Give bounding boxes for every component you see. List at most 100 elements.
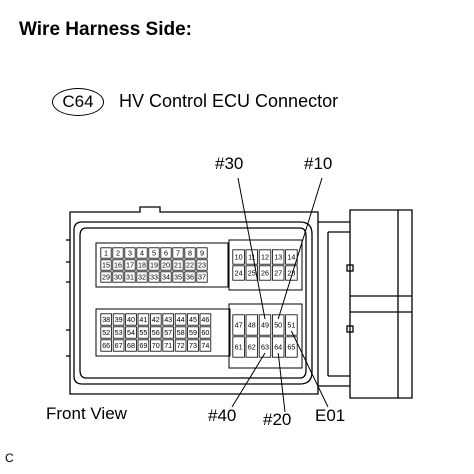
pin-cell <box>258 314 272 336</box>
pin-cell <box>112 259 124 271</box>
pin-number: 25 <box>248 269 256 278</box>
pin-cell <box>148 271 160 283</box>
pin-cell <box>271 314 285 336</box>
pin-cell <box>160 271 172 283</box>
pin-number: 36 <box>186 273 194 282</box>
pin-number: 61 <box>235 343 243 352</box>
pin-cell <box>137 313 150 326</box>
pin-cell <box>285 314 298 336</box>
pin-cell <box>184 259 196 271</box>
pin-number: 52 <box>102 328 110 337</box>
pin-number: 57 <box>164 328 172 337</box>
callout-pin-20: #20 <box>263 410 292 429</box>
pin-cell <box>196 247 208 259</box>
pin-cell <box>124 247 136 259</box>
pin-block-frame <box>95 308 231 357</box>
leader-line <box>231 352 266 408</box>
pin-cell <box>199 313 212 326</box>
pin-cell <box>232 314 245 336</box>
pin-number: 19 <box>150 261 158 270</box>
pin-cell <box>232 249 245 265</box>
pin-number: 35 <box>174 273 182 282</box>
pin-cell <box>245 336 259 358</box>
pin-cell <box>100 313 113 326</box>
pin-number: 3 <box>128 249 132 258</box>
pin-cell <box>245 265 259 281</box>
pin-block-frame <box>95 242 229 288</box>
connector-housing <box>66 206 413 399</box>
page-title: Wire Harness Side: <box>19 19 193 40</box>
pin-cell <box>196 259 208 271</box>
pin-block-frame <box>228 239 303 291</box>
pin-cell <box>148 247 160 259</box>
pin-number: 29 <box>102 273 110 282</box>
pin-block-frame <box>228 303 303 369</box>
figure-mark: C <box>5 451 14 465</box>
pin-number: 17 <box>126 261 134 270</box>
pin-number: 21 <box>174 261 182 270</box>
pin-number: 53 <box>115 328 123 337</box>
pin-cell <box>100 247 112 259</box>
pin-number: 22 <box>186 261 194 270</box>
leader-line <box>290 330 329 408</box>
pin-cell <box>187 326 199 339</box>
pin-cell <box>137 326 150 339</box>
pin-number: 62 <box>248 343 256 352</box>
connector-code: C64 <box>62 92 94 111</box>
pin-cell <box>258 265 272 281</box>
callout-pin-30: #30 <box>215 154 244 173</box>
pin-number: 70 <box>152 341 160 350</box>
pin-number: 26 <box>261 269 269 278</box>
pin-cell <box>112 247 124 259</box>
pin-cell <box>174 313 187 326</box>
pin-number: 8 <box>188 249 192 258</box>
pin-cell <box>172 271 184 283</box>
pin-cell <box>149 339 162 352</box>
pin-number: 51 <box>287 321 295 330</box>
callout-leaders <box>231 177 329 413</box>
pin-cell <box>136 271 148 283</box>
leader-line <box>277 177 323 320</box>
pin-cell <box>112 313 125 326</box>
pin-number: 50 <box>274 321 282 330</box>
callout-pin-e01: E01 <box>315 406 346 425</box>
front-view-label: Front View <box>46 404 127 423</box>
pin-number: 74 <box>201 341 209 350</box>
pin-cell <box>172 259 184 271</box>
leader-line <box>237 177 266 320</box>
pin-cell <box>285 265 298 281</box>
pin-cell <box>136 247 148 259</box>
pin-number: 12 <box>261 253 269 262</box>
pin-number: 72 <box>177 341 185 350</box>
pin-cell <box>187 339 199 352</box>
pin-cell <box>100 271 112 283</box>
pin-cell <box>258 336 272 358</box>
pin-cell <box>100 326 113 339</box>
pin-cell <box>160 247 172 259</box>
pin-number: 18 <box>138 261 146 270</box>
pin-number: 65 <box>287 343 295 352</box>
pin-number: 10 <box>235 253 243 262</box>
callout-pin-10: #10 <box>304 154 333 173</box>
pin-cell <box>112 271 124 283</box>
pin-number: 39 <box>115 315 123 324</box>
pin-cell <box>160 259 172 271</box>
pin-number: 20 <box>162 261 170 270</box>
pin-cell <box>112 326 125 339</box>
pin-cell <box>162 313 175 326</box>
pin-number: 55 <box>139 328 147 337</box>
pin-number: 58 <box>177 328 185 337</box>
pin-number: 37 <box>198 273 206 282</box>
pin-cell <box>100 339 113 352</box>
pin-number: 67 <box>115 341 123 350</box>
pin-number: 38 <box>102 315 110 324</box>
pin-number: 5 <box>152 249 156 258</box>
pin-number: 64 <box>274 343 282 352</box>
pin-cell <box>196 271 208 283</box>
pin-number: 45 <box>189 315 197 324</box>
pin-number: 32 <box>138 273 146 282</box>
pin-number: 43 <box>164 315 172 324</box>
pin-number: 66 <box>102 341 110 350</box>
